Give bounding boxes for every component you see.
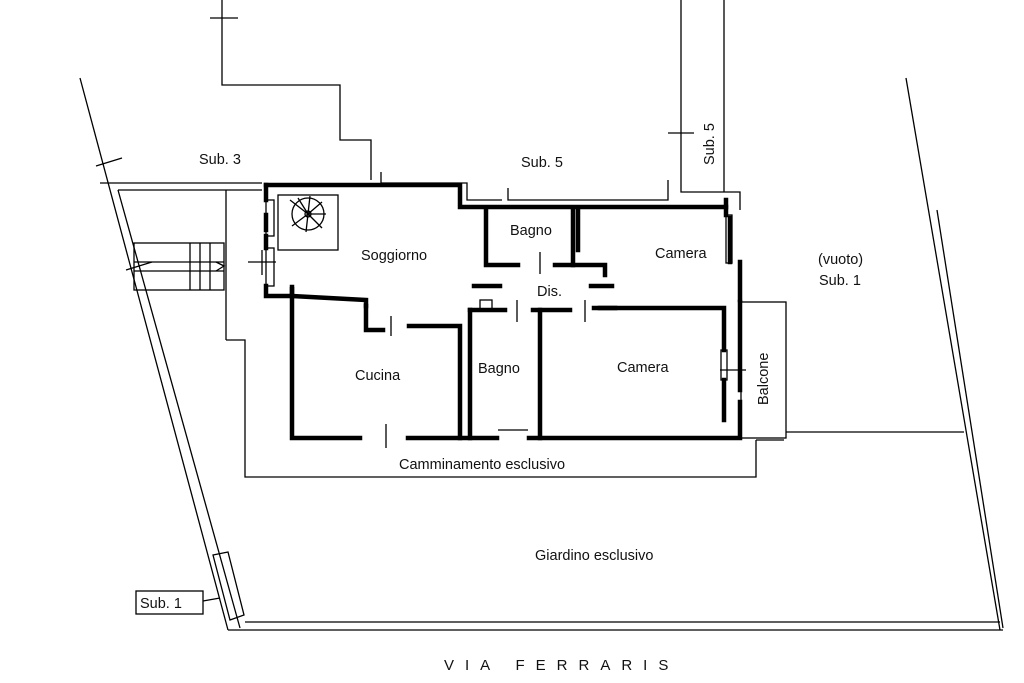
room-labels: Sub. 3 Sub. 5 Sub. 5 (vuoto) Sub. 1 Sogg… [135,123,863,674]
label-sub5-side: Sub. 5 [702,123,718,165]
label-cucina: Cucina [355,368,401,384]
label-sub3: Sub. 3 [199,152,241,168]
label-sub1-right: Sub. 1 [819,273,861,289]
label-sub1-box: Sub. 1 [140,596,182,612]
label-camminamento: Camminamento esclusivo [399,457,565,473]
fixture-icon [479,299,493,310]
spiral-stair-icon [277,194,339,251]
label-sub5-top: Sub. 5 [521,155,563,171]
street-name: VIA FERRARIS [444,657,679,674]
label-dis: Dis. [537,284,562,300]
label-giardino: Giardino esclusivo [535,548,653,564]
apartment-walls [263,182,743,441]
sub1-label-box [135,590,204,615]
label-bagno-top: Bagno [510,223,552,239]
label-bagno-bottom: Bagno [478,361,520,377]
label-camera-bottom: Camera [617,360,670,376]
label-camera-top: Camera [655,246,708,262]
label-balcone: Balcone [756,353,772,405]
label-soggiorno: Soggiorno [361,248,427,264]
neighbour-boundaries [79,0,1004,631]
door-marks [265,199,746,448]
label-vuoto: (vuoto) [818,252,863,268]
